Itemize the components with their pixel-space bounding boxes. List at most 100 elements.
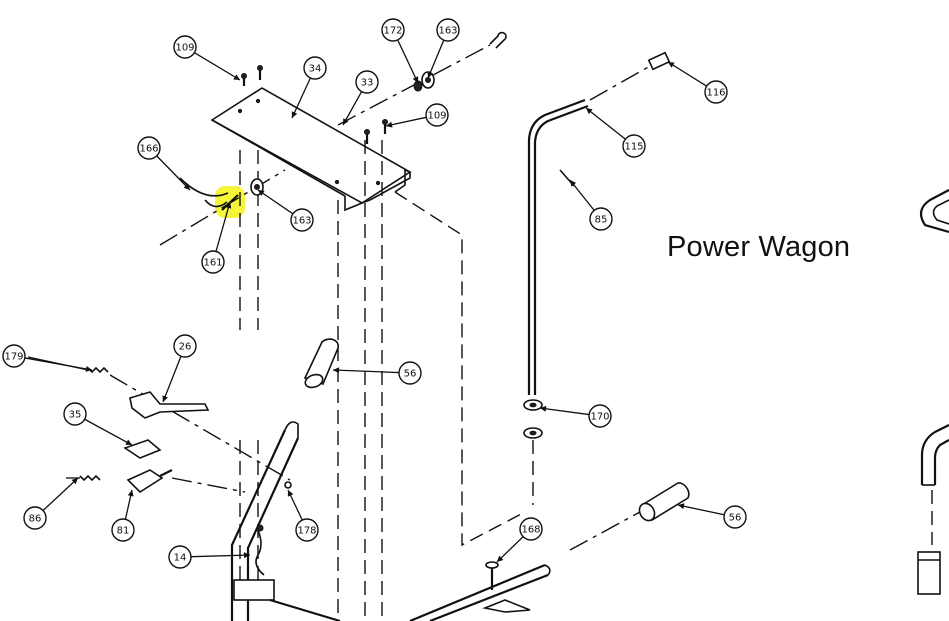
handle-rod-85 [527, 51, 671, 395]
callout-leader [194, 52, 241, 81]
callout-109: 109 [385, 103, 449, 128]
callout-33: 33 [342, 70, 379, 126]
callout-arrow [343, 118, 349, 125]
callout-arrow [71, 478, 78, 485]
callout-115: 115 [585, 107, 646, 158]
callout-circle [704, 80, 728, 104]
callout-label: 116 [706, 88, 725, 99]
callout-leader [42, 477, 79, 511]
bolt-168-crossbar [409, 561, 551, 621]
washers-170 [523, 399, 543, 505]
callout-arrow [386, 121, 393, 128]
callout-34: 34 [291, 56, 327, 119]
callout-arrow [125, 439, 132, 445]
callout-leader [677, 504, 725, 516]
callout-arrow [540, 405, 547, 412]
callout-circle [201, 250, 225, 274]
callout-leader [427, 39, 445, 79]
callout-arrow [291, 111, 298, 118]
callout-leader [585, 107, 626, 140]
callout-163: 163 [427, 18, 460, 79]
callout-leader [190, 554, 251, 558]
callout-leader [156, 155, 191, 191]
callout-label: 14 [174, 553, 187, 564]
callout-leader [385, 116, 427, 127]
callout-layer: 109 34 33 172 163 109 166 163 161 116 115 85 179 26 56… [2, 18, 747, 569]
callout-circle [425, 103, 449, 127]
callout-label: 56 [404, 369, 417, 380]
callout-arrow [127, 490, 134, 497]
callout-label: 35 [69, 410, 82, 421]
callout-leader [162, 356, 182, 403]
cable-assembly-166-161 [159, 169, 286, 246]
callout-arrow [258, 190, 265, 196]
callout-leader [496, 536, 524, 563]
callout-label: 172 [383, 26, 402, 37]
callout-178: 178 [287, 489, 319, 542]
callout-168: 168 [496, 517, 543, 563]
callout-label: 178 [297, 526, 316, 537]
callout-86: 86 [23, 477, 79, 530]
callout-arrow [162, 395, 168, 402]
callout-circle [398, 361, 422, 385]
callout-label: 26 [179, 342, 192, 353]
callout-35: 35 [63, 402, 133, 446]
callout-170: 170 [539, 404, 612, 428]
callout-label: 86 [29, 514, 42, 525]
callout-circle [173, 35, 197, 59]
sleeve-56-upper [303, 338, 340, 389]
bracket-81 [66, 469, 292, 494]
callout-circle [23, 506, 47, 530]
callout-circle [436, 18, 460, 42]
plate-35 [123, 439, 162, 459]
callout-circle [168, 545, 192, 569]
callout-arrow [333, 367, 340, 374]
callout-leader [342, 91, 363, 126]
callout-circle [355, 70, 379, 94]
callout-circle [588, 404, 612, 428]
callout-circle [137, 136, 161, 160]
callout-arrow [287, 490, 294, 497]
callout-circle [290, 208, 314, 232]
callout-161: 161 [201, 201, 232, 274]
callout-leader [667, 61, 708, 87]
callout-label: 109 [427, 111, 446, 122]
callout-arrow [412, 76, 419, 83]
callout-label: 109 [175, 43, 194, 54]
callout-label: 161 [203, 258, 222, 269]
callout-179: 179 [2, 344, 93, 372]
callout-arrow [570, 180, 577, 187]
lever-handle-14 [230, 421, 341, 621]
callout-arrow [183, 183, 190, 190]
callout-circle [303, 56, 327, 80]
callout-leader [257, 189, 294, 215]
callout-label: 163 [292, 216, 311, 227]
callout-leader [84, 418, 133, 446]
callout-14: 14 [168, 545, 251, 569]
callout-circle [111, 518, 135, 542]
callout-label: 166 [139, 144, 158, 155]
callout-label: 179 [4, 352, 23, 363]
washers-172-163 [337, 31, 507, 126]
callout-label: 115 [624, 142, 643, 153]
callout-arrow [85, 365, 92, 372]
callout-56: 56 [677, 503, 747, 529]
callout-label: 33 [361, 78, 374, 89]
callout-circle [519, 517, 543, 541]
callout-arrow [233, 74, 240, 80]
callout-label: 163 [438, 26, 457, 37]
callout-circle [173, 334, 197, 358]
callout-116: 116 [667, 61, 728, 104]
callout-arrow [243, 552, 250, 559]
right-edge-parts [917, 189, 949, 595]
callout-circle [381, 18, 405, 42]
callout-label: 81 [117, 526, 130, 537]
callout-163: 163 [257, 189, 314, 232]
callout-leader [332, 369, 400, 374]
callout-166: 166 [137, 136, 191, 191]
callout-label: 85 [595, 215, 608, 226]
callout-circle [63, 402, 87, 426]
callout-circle [723, 505, 747, 529]
callout-arrow [427, 71, 434, 78]
